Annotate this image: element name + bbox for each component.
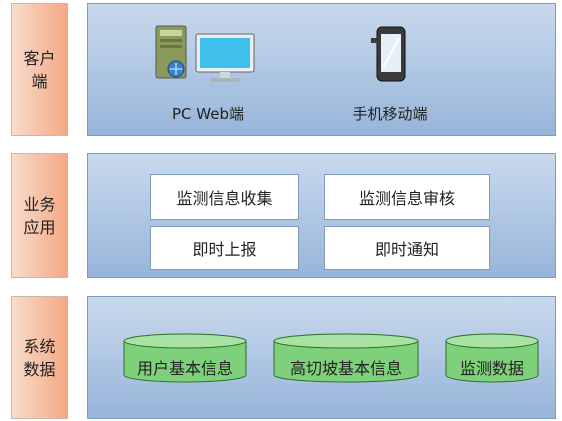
client-item-mobile: 手机移动端 bbox=[352, 105, 428, 123]
data-panel: 用户基本信息 高切坡基本信息 监测数据 bbox=[87, 296, 556, 419]
layer-label-client: 客户端 bbox=[11, 3, 68, 136]
business-item-instant-report: 即时上报 bbox=[150, 226, 299, 270]
layer-label-data: 系统数据 bbox=[11, 296, 68, 419]
database-monitor-data: 监测数据 bbox=[445, 333, 539, 383]
business-item-monitor-review: 监测信息审核 bbox=[324, 174, 490, 220]
database-user-info: 用户基本信息 bbox=[123, 333, 247, 383]
database-slope-info: 高切坡基本信息 bbox=[273, 333, 419, 383]
mobile-phone-icon bbox=[371, 24, 411, 84]
desktop-computer-icon bbox=[154, 24, 262, 86]
client-item-pc-web: PC Web端 bbox=[172, 105, 244, 123]
client-panel: PC Web端 手机移动端 bbox=[87, 3, 556, 136]
layer-label-business: 业务应用 bbox=[11, 153, 68, 278]
business-panel: 监测信息收集 监测信息审核 即时上报 即时通知 bbox=[87, 153, 556, 278]
business-item-instant-notify: 即时通知 bbox=[324, 226, 490, 270]
business-item-monitor-collect: 监测信息收集 bbox=[150, 174, 299, 220]
